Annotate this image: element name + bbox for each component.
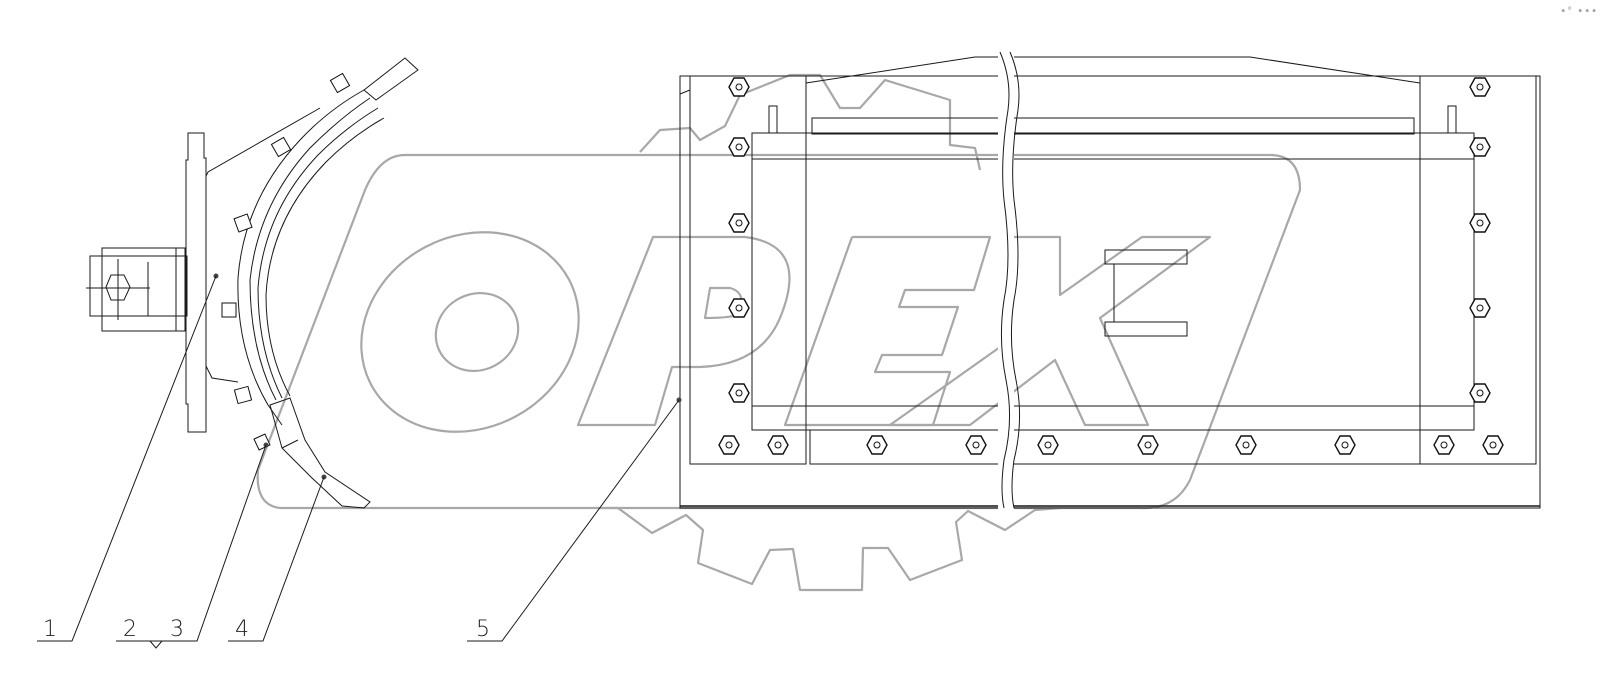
nut-icon: [1482, 435, 1504, 455]
housing-nuts: [718, 77, 1504, 455]
nut-icon: [767, 435, 789, 455]
nut-icon: [1235, 435, 1257, 455]
nut-icon: [1469, 383, 1491, 403]
callout-2-label: 2: [123, 617, 137, 642]
nut-icon: [1469, 77, 1491, 97]
nut-icon: [1137, 435, 1159, 455]
fastener-set: [221, 72, 351, 451]
callout-1-label: 1: [43, 617, 57, 642]
bolt-icon: [270, 136, 292, 158]
housing-frame: [676, 56, 1541, 509]
nut-icon: [728, 383, 750, 403]
nut-icon: [866, 435, 888, 455]
callout-leaders: [37, 275, 680, 649]
scraper-blade: [269, 397, 371, 509]
callout-3-label: 3: [170, 617, 184, 642]
bolt-icon: [221, 302, 237, 318]
nut-icon: [1433, 435, 1455, 455]
nut-icon: [965, 435, 987, 455]
mounting-plate: [86, 107, 321, 433]
corner-mark: •° •••: [1560, 6, 1598, 17]
nut-icon: [728, 77, 750, 97]
callout-5-label: 5: [476, 617, 490, 642]
watermark-logo: [256, 73, 1302, 592]
callout-4-label: 4: [235, 617, 249, 642]
nut-icon: [1037, 435, 1059, 455]
nut-icon: [1469, 298, 1491, 318]
bolt-icon: [233, 213, 253, 233]
nut-icon: [1334, 435, 1356, 455]
nut-icon: [1469, 137, 1491, 157]
nut-icon: [1469, 213, 1491, 233]
nut-icon: [728, 137, 750, 157]
bolt-icon: [233, 385, 253, 405]
nut-icon: [718, 435, 740, 455]
nut-icon: [728, 213, 750, 233]
break-line: [998, 50, 1021, 510]
bolt-icon: [329, 72, 351, 94]
curved-support-arm: [237, 57, 419, 426]
nut-icon: [728, 298, 750, 318]
